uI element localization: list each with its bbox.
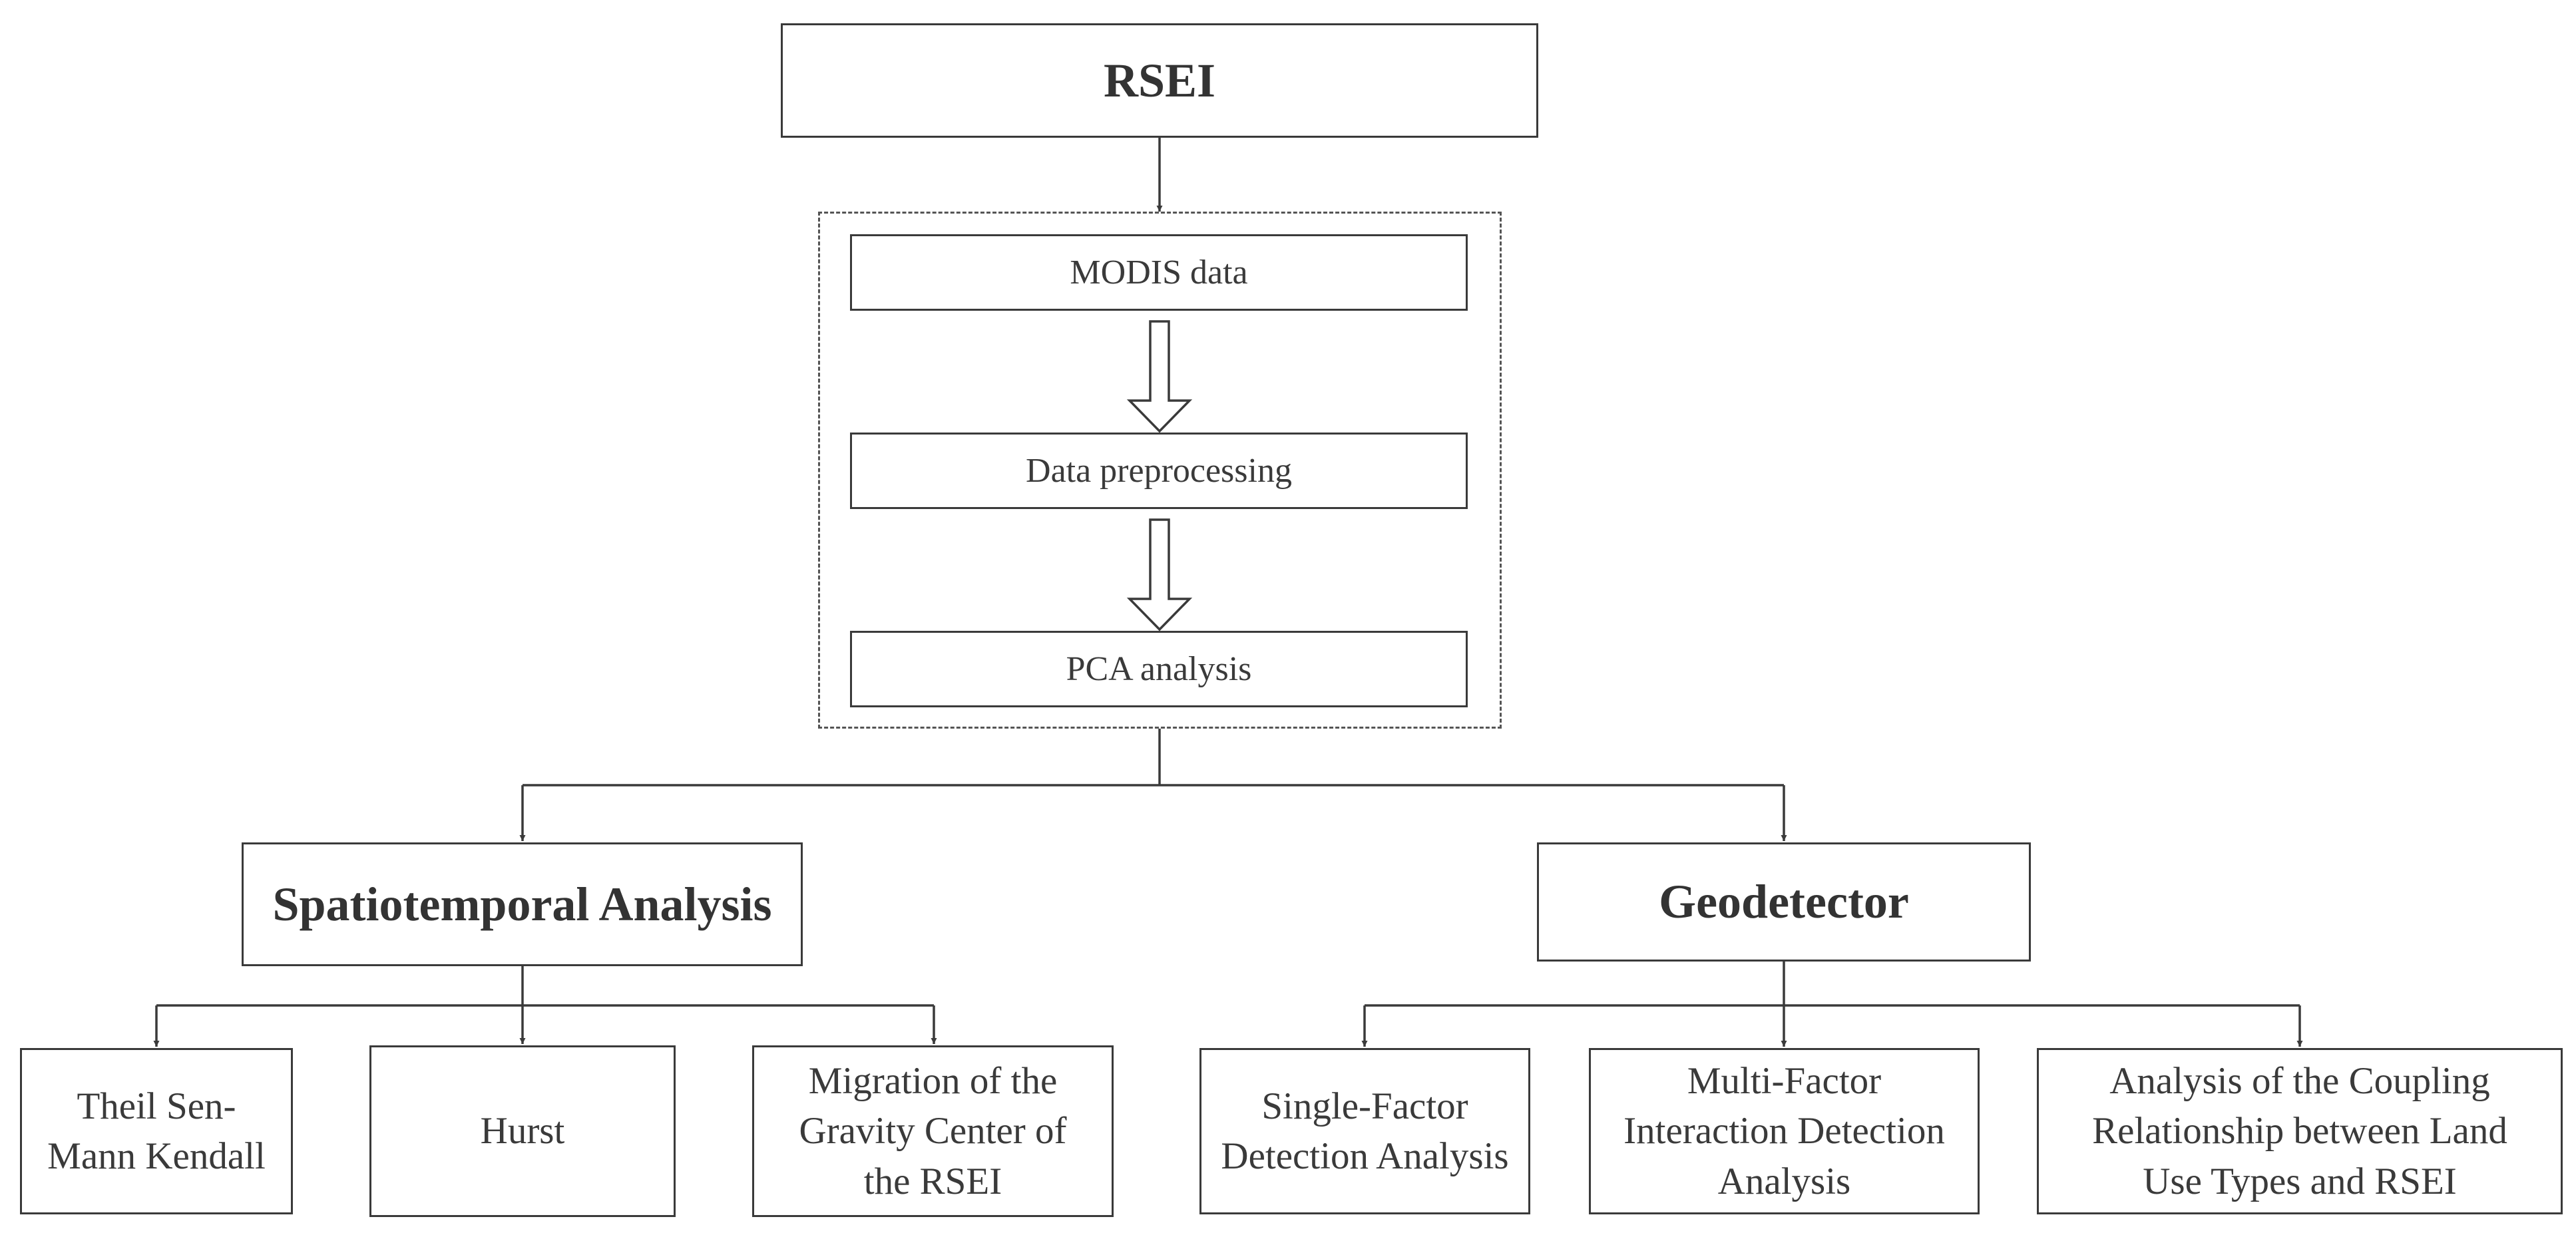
leaf-gravity-center-migration: Migration of the Gravity Center of the R… [752, 1045, 1114, 1217]
step-modis-data: MODIS data [850, 234, 1468, 311]
leaf-text-line: the RSEI [863, 1160, 1002, 1202]
leaf-land-use-coupling: Analysis of the Coupling Relationship be… [2037, 1048, 2563, 1214]
step-modis-data-label: MODIS data [1070, 254, 1248, 291]
leaf-text-line: Mann Kendall [47, 1135, 266, 1177]
geodetector-label: Geodetector [1659, 875, 1909, 928]
leaf-text-line: Relationship between Land [2092, 1110, 2507, 1152]
geodetector-node: Geodetector [1537, 842, 2031, 962]
leaf-text-line: Analysis [1717, 1160, 1851, 1202]
leaf-text-line: Gravity Center of [799, 1110, 1067, 1152]
leaf-text-line: Interaction Detection [1623, 1110, 1945, 1152]
leaf-single-factor-detection: Single-Factor Detection Analysis [1199, 1048, 1530, 1214]
hollow-arrow-modis-to-preprocessing [1126, 320, 1193, 433]
leaf-theil-sen-mann-kendall: Theil Sen- Mann Kendall [20, 1048, 293, 1214]
leaf-text-line: Use Types and RSEI [2143, 1160, 2457, 1202]
leaf-text-line: Multi-Factor [1687, 1060, 1882, 1103]
leaf-text-line: Analysis of the Coupling [2109, 1060, 2490, 1103]
step-pca-analysis-label: PCA analysis [1066, 650, 1252, 688]
leaf-text-line: Migration of the [808, 1060, 1058, 1103]
rsei-root-label: RSEI [1103, 53, 1216, 107]
hollow-arrow-preprocessing-to-pca [1126, 518, 1193, 631]
leaf-text-line: Detection Analysis [1221, 1135, 1509, 1177]
leaf-hurst: Hurst [369, 1045, 676, 1217]
step-data-preprocessing-label: Data preprocessing [1026, 452, 1292, 490]
leaf-multi-factor-interaction: Multi-Factor Interaction Detection Analy… [1589, 1048, 1980, 1214]
rsei-process-group [818, 212, 1502, 729]
leaf-text-line: Single-Factor [1261, 1085, 1468, 1127]
leaf-text-line: Theil Sen- [77, 1085, 236, 1127]
step-pca-analysis: PCA analysis [850, 631, 1468, 707]
step-data-preprocessing: Data preprocessing [850, 433, 1468, 509]
leaf-text-line: Hurst [480, 1110, 565, 1152]
spatiotemporal-analysis-label: Spatiotemporal Analysis [272, 877, 772, 931]
rsei-root-node: RSEI [781, 23, 1538, 138]
spatiotemporal-analysis-node: Spatiotemporal Analysis [242, 842, 803, 966]
